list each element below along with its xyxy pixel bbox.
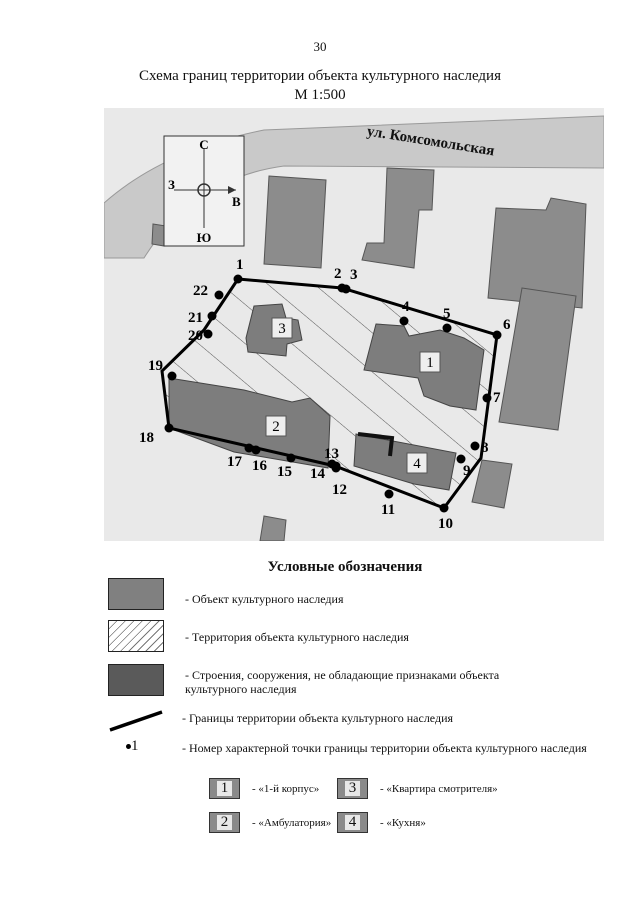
boundary-point-label: 2 (334, 266, 342, 282)
map-title: Схема границ территории объекта культурн… (139, 68, 501, 84)
boundary-point-marker (214, 290, 224, 300)
compass-south: Ю (197, 230, 212, 245)
page-number: 30 (313, 39, 327, 54)
boundary-point-marker (492, 330, 502, 340)
compass-east: В (232, 194, 241, 209)
neighbor-building (263, 175, 327, 269)
key-box-3: 3 (337, 778, 368, 799)
map-scale: М 1:500 (294, 87, 346, 103)
key-name-4: - «Кухня» (380, 817, 426, 829)
building-label-1: 1 (419, 351, 441, 373)
svg-text:4: 4 (413, 456, 421, 472)
neighbor-building (498, 287, 577, 431)
neighbor-building (487, 197, 587, 309)
boundary-point-label: 5 (443, 306, 451, 322)
building-label-3: 3 (271, 317, 293, 339)
boundary-point-label: 14 (310, 466, 326, 482)
boundary-point-label: 3 (350, 267, 358, 283)
boundary-point-label: 11 (381, 502, 395, 518)
boundary-point-label: 18 (139, 430, 154, 446)
neighbor-building (259, 515, 287, 541)
boundary-point-label: 13 (324, 446, 339, 462)
boundary-point-label: 16 (252, 458, 268, 474)
key-box-2: 2 (209, 812, 240, 833)
boundary-point-label: 15 (277, 464, 292, 480)
boundary-point-label: 10 (438, 516, 453, 532)
svg-text:3: 3 (278, 321, 286, 337)
heritage-building-4 (353, 433, 457, 491)
heritage-building-2 (168, 377, 331, 469)
boundary-point-marker (384, 489, 394, 499)
compass-rose: С Ю З В (163, 135, 245, 247)
boundary-point-marker (286, 453, 296, 463)
boundary-point-marker (439, 503, 449, 513)
building-label-2: 2 (265, 415, 287, 437)
boundary-point-marker (341, 284, 351, 294)
neighbor-building (361, 167, 435, 269)
legend-swatch-object (108, 578, 164, 610)
legend-boundary-line (109, 710, 163, 732)
svg-text:1: 1 (426, 355, 434, 371)
key-box-4: 4 (337, 812, 368, 833)
legend-text-territory: - Территория объекта культурного наследи… (185, 630, 409, 644)
key-name-2: - «Амбулатория» (252, 817, 332, 829)
boundary-point-label: 4 (402, 299, 410, 315)
neighbor-building (471, 459, 513, 509)
legend-text-other-buildings: - Строения, сооружения, не обладающие пр… (185, 668, 500, 696)
boundary-point-marker (164, 423, 174, 433)
compass-north: С (199, 137, 208, 152)
boundary-point-marker (482, 393, 492, 403)
building-label-4: 4 (406, 452, 428, 474)
svg-text:2: 2 (272, 419, 280, 435)
compass-west: З (168, 177, 175, 192)
boundary-point-marker (470, 441, 480, 451)
legend-point-sample: 1 (126, 738, 139, 755)
boundary-point-label: 6 (503, 317, 511, 333)
boundary-point-marker (207, 311, 217, 321)
boundary-point-label: 9 (463, 463, 471, 479)
boundary-point-label: 19 (148, 358, 163, 374)
boundary-point-label: 20 (188, 328, 203, 344)
key-name-3: - «Квартира смотрителя» (380, 783, 498, 795)
boundary-point-label: 22 (193, 283, 208, 299)
boundary-point-label: 21 (188, 310, 203, 326)
boundary-point-label: 7 (493, 390, 501, 406)
legend-text-point: - Номер характерной точки границы террит… (182, 741, 587, 755)
boundary-point-marker (251, 445, 261, 455)
legend-title: Условные обозначения (267, 559, 423, 575)
legend-text-boundary: - Границы территории объекта культурного… (182, 711, 454, 725)
key-box-1: 1 (209, 778, 240, 799)
legend-swatch-other-buildings (108, 664, 164, 696)
boundary-point-marker (331, 461, 341, 471)
boundary-point-marker (233, 274, 243, 284)
key-name-1: - «1-й корпус» (252, 783, 320, 795)
boundary-point-label: 1 (236, 257, 244, 273)
boundary-point-marker (399, 316, 409, 326)
boundary-point-marker (167, 371, 177, 381)
boundary-point-label: 8 (481, 440, 489, 456)
legend-swatch-territory (108, 620, 164, 652)
boundary-point-marker (456, 454, 466, 464)
legend-text-object: - Объект культурного наследия (185, 592, 344, 606)
territory-boundary (160, 277, 499, 510)
boundary-point-marker (442, 323, 452, 333)
boundary-point-label: 17 (227, 454, 243, 470)
boundary-point-marker (203, 329, 213, 339)
boundary-point-marker (244, 443, 254, 453)
boundary-point-label: 12 (332, 482, 347, 498)
non-heritage-structure (357, 432, 395, 457)
